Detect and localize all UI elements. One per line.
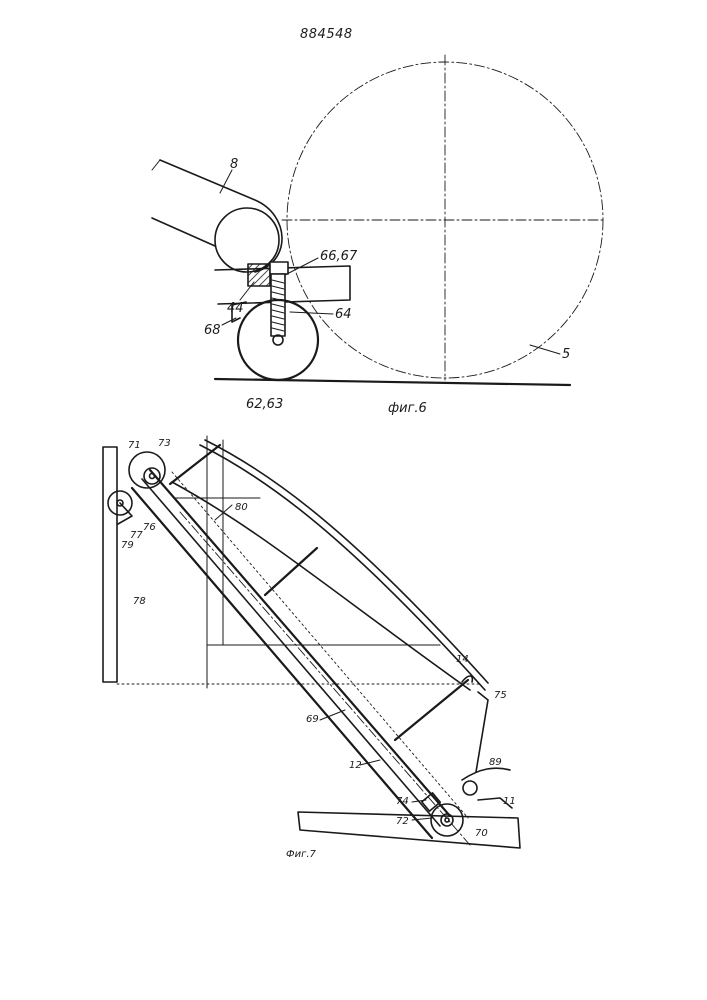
leader-5 xyxy=(530,345,560,354)
patent-number: 884548 xyxy=(300,27,353,42)
label-66-67: 66,67 xyxy=(320,249,358,264)
label-8: 8 xyxy=(230,157,238,172)
label-64: 64 xyxy=(335,307,352,322)
figure-7-caption: Фиг.7 xyxy=(286,849,317,860)
label-89: 89 xyxy=(489,757,502,768)
label-5: 5 xyxy=(562,347,570,362)
label-78: 78 xyxy=(133,596,146,607)
bracket-75 xyxy=(476,692,488,772)
label-62-63: 62,63 xyxy=(246,397,283,412)
label-70: 70 xyxy=(475,828,488,839)
bottom-sprocket-center xyxy=(445,818,449,822)
label-11: 11 xyxy=(503,796,516,807)
hatched-block-44 xyxy=(248,264,270,286)
leader-64 xyxy=(290,312,333,314)
inclined-frame-side-1 xyxy=(142,479,440,826)
label-76: 76 xyxy=(143,522,156,533)
leader-44 xyxy=(240,282,254,300)
label-44: 44 xyxy=(227,301,244,316)
label-12: 12 xyxy=(349,760,362,771)
label-72: 72 xyxy=(396,816,409,827)
conveyor-belt-outer xyxy=(160,160,282,272)
guide-roller-89 xyxy=(463,781,477,795)
label-71: 71 xyxy=(128,440,141,451)
label-79: 79 xyxy=(121,540,134,551)
bolt-head-66-67 xyxy=(270,262,288,274)
label-69: 69 xyxy=(306,714,319,725)
post-78 xyxy=(103,447,117,682)
label-74: 74 xyxy=(396,796,409,807)
guide-rail-upper xyxy=(200,445,485,690)
conveyor-belt-end xyxy=(152,160,160,170)
guide-89-arm xyxy=(462,768,510,780)
figure-6-caption: фиг.6 xyxy=(388,401,427,416)
crossbar-1 xyxy=(170,445,220,484)
label-68: 68 xyxy=(204,323,221,338)
conveyor-belt-inner xyxy=(152,218,215,246)
top-sprocket-center xyxy=(150,474,155,479)
label-75: 75 xyxy=(494,690,507,701)
crossbar-3 xyxy=(395,680,468,740)
inclined-frame-outer xyxy=(132,488,432,838)
label-73: 73 xyxy=(158,438,171,449)
figure-7: 71 73 80 76 77 79 78 14 75 69 12 89 11 7… xyxy=(103,436,520,860)
label-80: 80 xyxy=(235,502,248,513)
figure-6: 8 66,67 44 64 68 5 62,63 фиг.6 xyxy=(152,55,605,416)
top-sprocket-73 xyxy=(144,468,160,484)
label-14: 14 xyxy=(456,654,469,665)
